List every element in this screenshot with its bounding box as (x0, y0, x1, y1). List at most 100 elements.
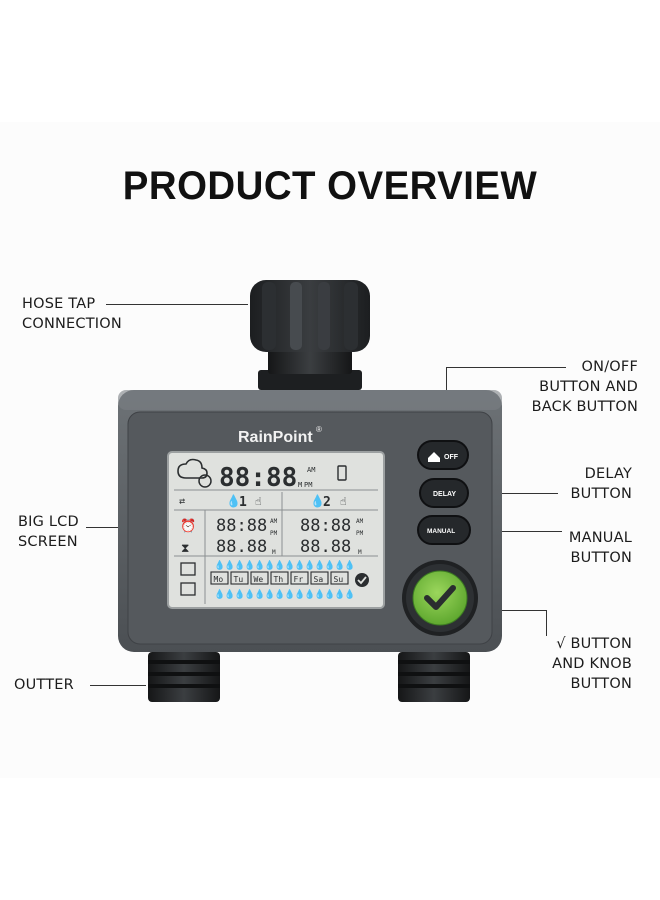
day-label: Fr (294, 575, 304, 584)
lcd-main-am: AM (307, 466, 315, 474)
lcd-main-m: M (298, 481, 302, 489)
drop-icon: 💧 (254, 559, 265, 571)
callout-hose-tap: HOSE TAP CONNECTION (22, 294, 122, 334)
off-button[interactable]: OFF (444, 454, 459, 461)
drop-icon: 💧 (334, 559, 345, 571)
drop-icon: 💧 (284, 588, 295, 600)
drop-icon: 💧 (334, 588, 345, 600)
swap-icon: ⇄ (179, 496, 185, 507)
hourglass-icon: ⧗ (181, 541, 189, 555)
lcd-main-clock: 88:88 (219, 463, 297, 493)
callout-manual-leader (470, 531, 562, 532)
lcd-zone-2: 2 (323, 495, 331, 510)
callout-delay: DELAY BUTTON (571, 464, 632, 504)
callout-big-lcd-line1: BIG LCD (18, 514, 79, 530)
hand-icon-zone2: ☝ (340, 495, 347, 508)
lcd-zone-1: 1 (239, 495, 247, 510)
drop-icon: 💧 (284, 559, 295, 571)
callout-manual-line2: BUTTON (570, 550, 632, 566)
delay-button-shape (419, 478, 469, 508)
callout-delay-line2: BUTTON (570, 486, 632, 502)
drop-icon: 💧 (324, 559, 335, 571)
drop-icon: 💧 (314, 559, 325, 571)
callout-check-knob-line1: √ BUTTON (556, 636, 632, 652)
drop-icon: 💧 (304, 588, 315, 600)
day-label: Mo (214, 575, 224, 584)
callout-check-knob-line3: BUTTON (570, 676, 632, 692)
drop-icon: 💧 (314, 588, 325, 600)
drop-icon: 💧 (254, 588, 265, 600)
lcd-main-pm: PM (304, 481, 312, 489)
callout-on-off-line3: BACK BUTTON (531, 399, 638, 415)
day-box (290, 571, 309, 585)
lcd-days-row: 💧💧Mo💧💧💧💧Tu💧💧💧💧We💧💧💧💧Th💧💧💧💧Fr💧💧💧💧Sa💧💧💧💧Su… (210, 559, 355, 600)
lcd-zone1-pm: PM (270, 530, 278, 537)
drop-icon: 💧 (304, 559, 315, 571)
callout-on-off-line1: ON/OFF (581, 359, 638, 375)
drop-icon: 💧 (234, 588, 245, 600)
calendar-icon-2 (180, 582, 196, 596)
callout-check-knob-leader-h (476, 610, 546, 611)
callout-on-off-leader-h (446, 367, 566, 368)
delay-button[interactable]: DELAY (433, 491, 456, 498)
alarm-icon: ⏰ (180, 517, 196, 534)
registered-mark: ® (316, 425, 322, 434)
check-icon (424, 585, 456, 610)
lcd-zone2-pm: PM (356, 530, 364, 537)
callout-hose-tap-line1: HOSE TAP (22, 296, 96, 312)
lcd-zone1-m: M (272, 549, 276, 556)
callout-check-knob-line2: AND KNOB (552, 656, 632, 672)
day-box (250, 571, 269, 585)
drop-icon: 💧 (274, 559, 285, 571)
callout-check-knob-leader-v (546, 610, 547, 636)
lcd-screen (167, 451, 385, 609)
manual-button[interactable]: MANUAL (427, 528, 455, 535)
hand-icon-zone1: ☝ (255, 495, 262, 508)
lcd-check-icon (355, 573, 369, 587)
day-box (270, 571, 289, 585)
day-label: Th (274, 575, 284, 584)
callout-delay-line1: DELAY (584, 466, 632, 482)
brand-logo: RainPoint (238, 429, 313, 446)
drop-icon: 💧 (224, 588, 235, 600)
lcd-zone2-duration: 88.88 (300, 537, 351, 557)
drop-icon: 💧 (274, 588, 285, 600)
outlet-left (148, 652, 220, 702)
day-label: Su (334, 575, 344, 584)
drop-icon: 💧 (234, 559, 245, 571)
drop-icon: 💧 (344, 559, 355, 571)
day-box (310, 571, 329, 585)
knob (402, 560, 478, 636)
drop-icon: 💧 (324, 588, 335, 600)
lcd-zone2-m: M (358, 549, 362, 556)
clock-icon (198, 474, 212, 488)
callout-big-lcd-line2: SCREEN (18, 534, 78, 550)
off-button-shape (417, 440, 469, 470)
day-box (230, 571, 249, 585)
drop-icon: 💧 (294, 588, 305, 600)
drop-icon: 💧 (244, 559, 255, 571)
drop-icon: 💧 (224, 559, 235, 571)
drop-icon: 💧 (294, 559, 305, 571)
callout-outter-leader (90, 685, 146, 686)
callout-check-knob: √ BUTTON AND KNOB BUTTON (552, 634, 632, 694)
drop-icon: 💧 (244, 588, 255, 600)
callout-on-off: ON/OFF BUTTON AND BACK BUTTON (532, 357, 638, 417)
drop-icon: 💧 (214, 588, 225, 600)
callout-hose-tap-leader (106, 304, 248, 305)
day-label: We (254, 575, 264, 584)
day-box (210, 571, 229, 585)
cloud-icon (177, 458, 208, 479)
day-label: Tu (234, 575, 244, 584)
manual-button-shape (417, 515, 471, 545)
lcd-zone1-duration: 88.88 (216, 537, 267, 557)
callout-delay-leader (466, 493, 558, 494)
hose-tap-connector (250, 280, 370, 390)
drop-icon-zone1: 💧 (226, 494, 241, 508)
lcd-zone2-am: AM (356, 518, 364, 525)
lcd-zone1-am: AM (270, 518, 278, 525)
drop-icon: 💧 (214, 559, 225, 571)
calendar-icon-1 (180, 562, 196, 576)
callout-on-off-line2: BUTTON AND (539, 379, 638, 395)
